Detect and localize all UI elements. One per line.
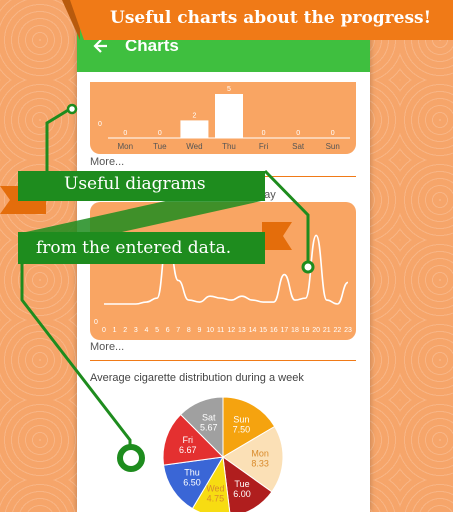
series-line — [104, 234, 349, 305]
x-tick-label: 6 — [166, 327, 170, 334]
x-tick-label: 7 — [176, 327, 180, 334]
x-tick-label: 5 — [155, 327, 159, 334]
pointer-marker — [301, 260, 315, 274]
pie-slice — [222, 396, 276, 458]
x-tick-label: 21 — [323, 327, 331, 334]
x-tick-label: 19 — [302, 327, 310, 334]
callout-from-data — [18, 232, 265, 264]
bar-value-label: 0 — [123, 130, 127, 137]
x-tick-label: Wed — [186, 142, 202, 151]
bar — [215, 94, 243, 138]
slice-value-label: 6.50 — [183, 478, 201, 488]
x-tick-label: Sun — [326, 142, 340, 151]
x-tick-label: 16 — [270, 327, 278, 334]
slice-category-label: Thu — [184, 468, 200, 478]
y-tick-label: 0 — [98, 121, 102, 128]
pointer-marker — [117, 444, 145, 472]
slice-category-label: Mon — [251, 449, 269, 459]
pie-chart-title: Average cigarette distribution during a … — [90, 372, 304, 384]
slice-category-label: Tue — [234, 479, 249, 489]
slice-value-label: 4.75 — [207, 493, 225, 503]
pointer-line — [45, 107, 71, 171]
slice-category-label: Sun — [233, 415, 249, 425]
slice-category-label: Sat — [202, 413, 216, 423]
x-tick-label: 13 — [238, 327, 246, 334]
callout-useful-diagrams — [18, 171, 265, 201]
slice-value-label: 6.00 — [233, 489, 251, 499]
callout-useful-text: Useful diagrams — [64, 174, 206, 194]
x-tick-label: Sat — [292, 142, 305, 151]
x-tick-label: Fri — [259, 142, 269, 151]
slice-value-label: 5.67 — [200, 423, 218, 433]
pointer-line — [263, 169, 310, 266]
x-tick-label: 17 — [280, 327, 288, 334]
bar — [180, 120, 209, 138]
x-tick-label: 10 — [206, 327, 214, 334]
x-tick-label: 23 — [344, 327, 352, 334]
slice-value-label: 6.67 — [179, 445, 197, 455]
bar-value-label: 5 — [227, 86, 231, 93]
pointer-marker — [66, 103, 78, 115]
appbar-title: Charts — [125, 36, 179, 55]
x-tick-label: 22 — [333, 327, 341, 334]
x-tick-label: 0 — [102, 327, 106, 334]
y-tick-label: 0 — [94, 319, 98, 326]
slice-category-label: Wed — [206, 483, 224, 493]
pie-slice — [179, 396, 224, 459]
callout-from-data-text: from the entered data. — [36, 238, 232, 258]
x-tick-label: 9 — [198, 327, 202, 334]
x-tick-label: 8 — [187, 327, 191, 334]
pie-slice — [162, 456, 224, 510]
bar-value-label: 0 — [331, 130, 335, 137]
divider — [90, 360, 356, 361]
x-tick-label: 18 — [291, 327, 299, 334]
x-tick-label: 11 — [217, 327, 224, 334]
x-tick-label: Thu — [222, 142, 236, 151]
x-tick-label: 20 — [312, 327, 320, 334]
pie-slice — [222, 455, 273, 512]
bar-value-label: 0 — [158, 130, 162, 137]
x-tick-label: Tue — [153, 142, 167, 151]
slice-value-label: 7.50 — [233, 425, 251, 435]
more-link[interactable]: More... — [90, 156, 125, 168]
x-tick-label: 4 — [144, 327, 148, 334]
more-link[interactable]: More... — [90, 341, 125, 353]
x-tick-label: 14 — [249, 327, 257, 334]
x-tick-label: 1 — [113, 327, 117, 334]
banner-text: Useful charts about the progress! — [110, 8, 432, 28]
pie-slice — [222, 425, 284, 493]
slice-value-label: 8.33 — [251, 459, 269, 469]
bar-value-label: 0 — [262, 130, 266, 137]
back-arrow-icon[interactable] — [91, 36, 111, 56]
bar-value-label: 0 — [296, 130, 300, 137]
x-tick-label: 3 — [134, 327, 138, 334]
x-tick-label: 15 — [259, 327, 267, 334]
promo-banner — [70, 0, 453, 40]
pie-slice — [162, 413, 225, 466]
x-tick-label: 2 — [123, 327, 127, 334]
x-tick-label: 12 — [227, 327, 235, 334]
slice-category-label: Fri — [182, 435, 193, 445]
x-tick-label: Mon — [118, 142, 134, 151]
bar-value-label: 2 — [192, 112, 196, 119]
pointer-line — [20, 264, 132, 452]
